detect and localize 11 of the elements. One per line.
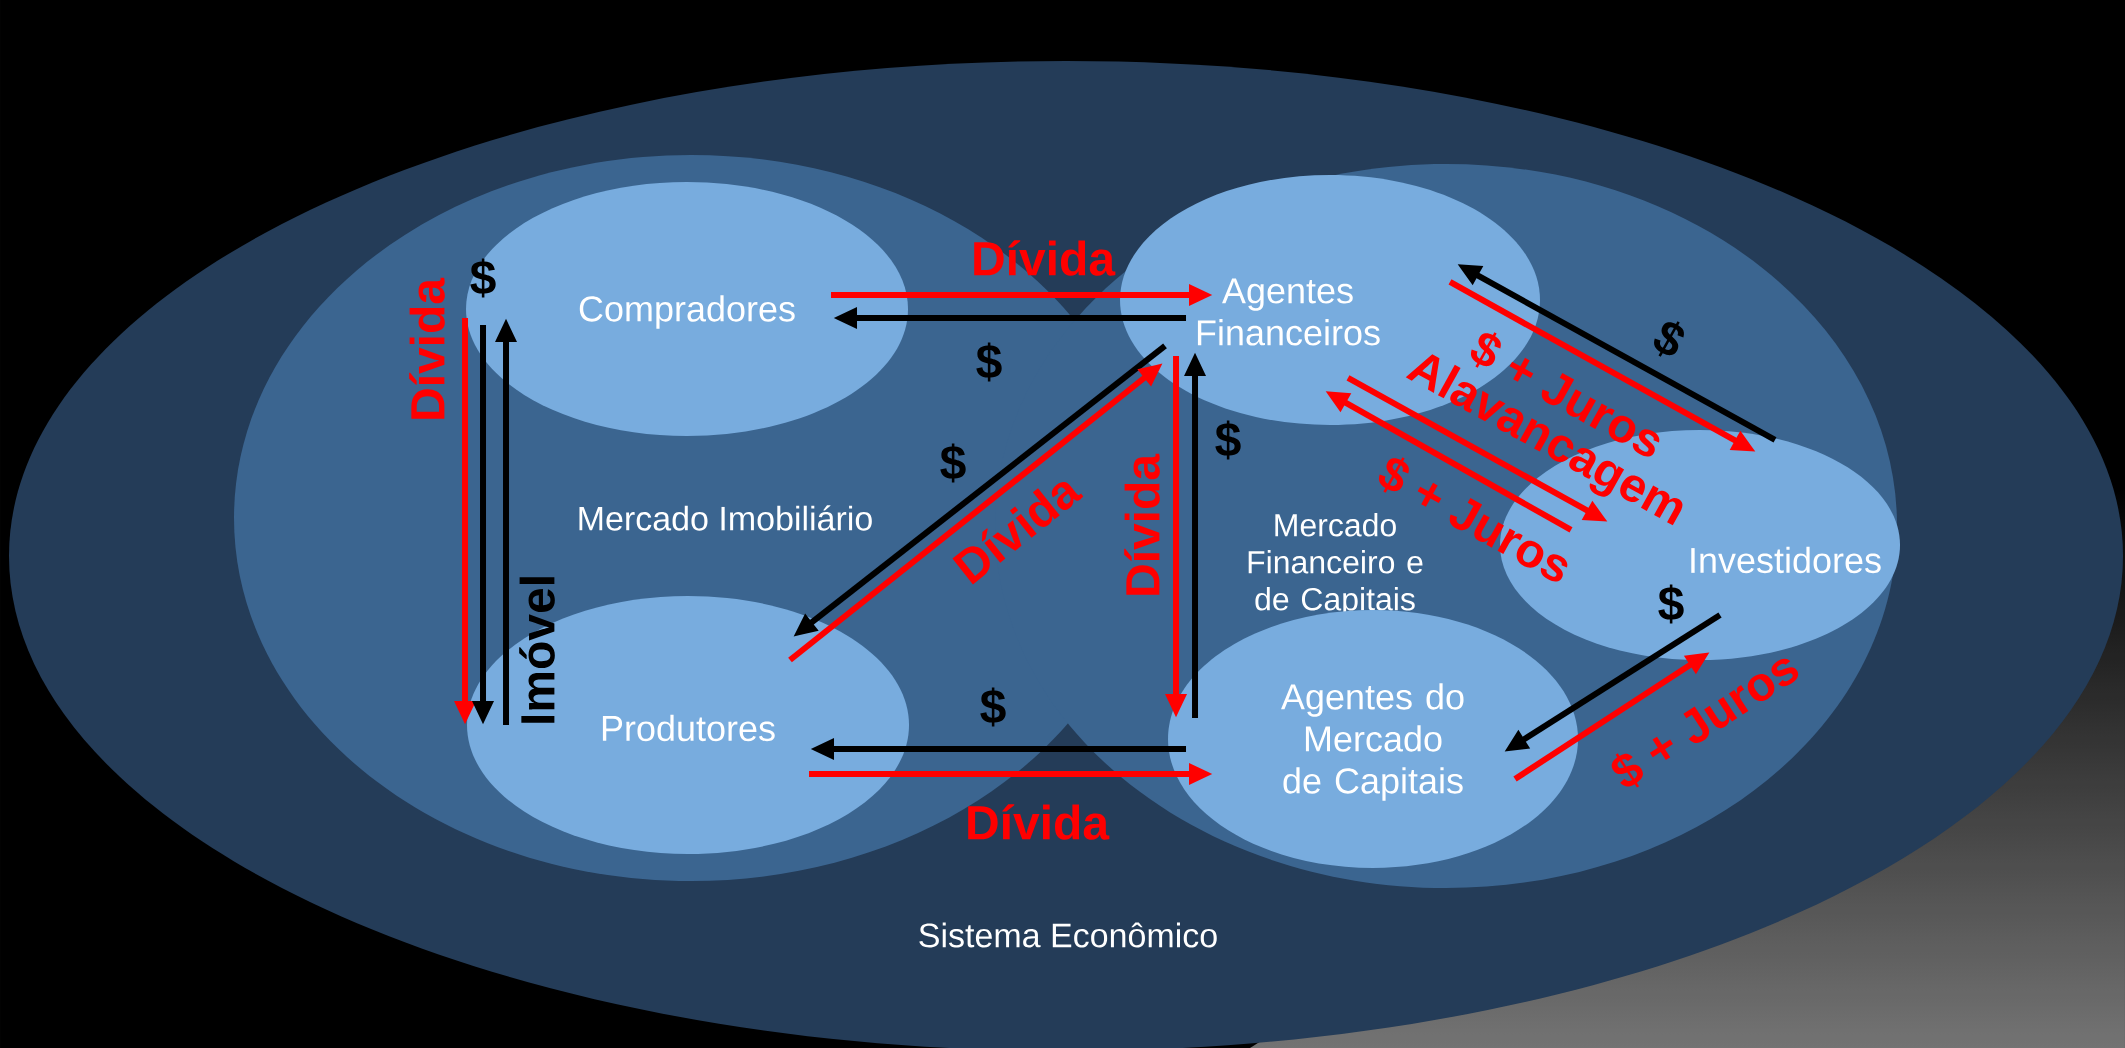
edge-label: $	[976, 342, 1002, 382]
edge-label: $	[980, 687, 1006, 727]
edge-label: Dívida	[968, 804, 1110, 840]
edge-label: $	[1658, 584, 1684, 624]
edge-label: Imóvel	[519, 577, 555, 723]
edge-label: Dívida	[974, 240, 1116, 276]
edge-label: $	[1215, 420, 1241, 460]
edge-label: $	[470, 258, 496, 298]
edge-label: $	[940, 443, 966, 483]
edge-label: Dívida	[409, 277, 445, 419]
node-label: Mercado Imobiliário	[579, 505, 872, 531]
